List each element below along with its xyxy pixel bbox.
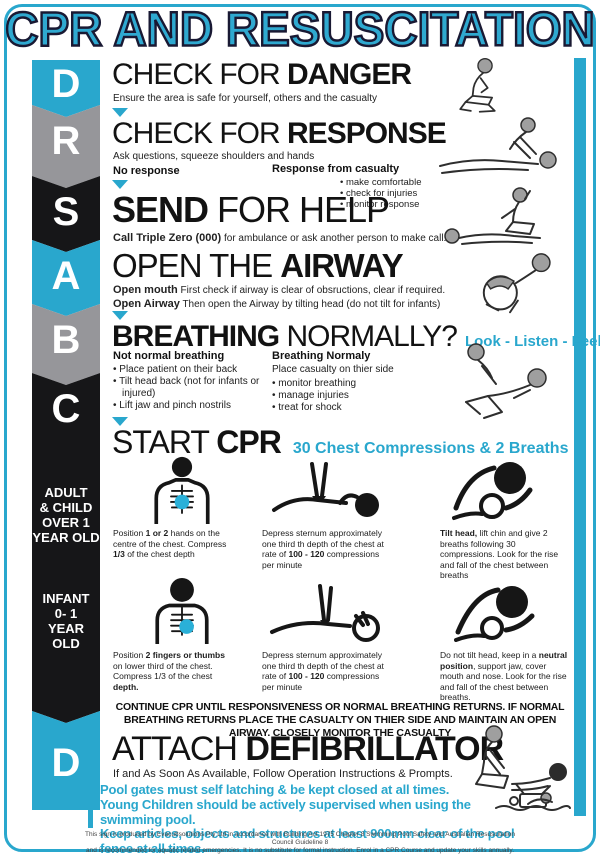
down-arrow-icon — [112, 108, 128, 117]
infant-age-label: INFANT 0- 1 YEAR OLD — [42, 591, 90, 651]
response-heading: CHECK FOR RESPONSE — [112, 117, 447, 150]
step-airway-chevron: A — [32, 240, 100, 316]
breathing-normally-bullets: monitor breathingmanage injuriestreat fo… — [272, 378, 437, 414]
footer-line1: This sign is produced by Evacu8solutions… — [85, 831, 515, 846]
recovery-position-illustration — [436, 340, 572, 428]
step-letter: R — [51, 119, 81, 163]
adult-age-label: ADULT & CHILD OVER 1 YEAR OLD — [32, 485, 100, 545]
send-help-illustration — [436, 186, 566, 250]
not-normal-breathing-col: Not normal breathing Place patient on th… — [113, 350, 265, 412]
adult-rescue-breath-icon — [448, 456, 560, 522]
step-response-chevron: R — [32, 105, 100, 188]
down-arrow-icon — [112, 311, 128, 320]
down-arrow-icon — [112, 417, 128, 426]
pool-rule-line: Pool gates must self latching & be kept … — [100, 782, 450, 797]
footer-disclaimer: This sign is produced by Evacu8solutions… — [80, 831, 520, 855]
response-subtitle: Ask questions, squeeze shoulders and han… — [113, 151, 315, 162]
breathing-heading: BREATHING NORMALLY?Look - Listen - Feel — [112, 320, 600, 353]
step-letter: B — [51, 318, 81, 362]
adult-position-text: Position 1 or 2 hands on the centre of t… — [113, 528, 227, 559]
step-letter: S — [52, 190, 80, 234]
not-normal-breathing-header: Not normal breathing — [113, 350, 225, 362]
pool-rules-accent-bar — [88, 784, 93, 828]
adult-chest-landmark-icon — [146, 456, 218, 524]
breathing-normally-intro: Place casualty on thier side — [272, 364, 394, 375]
step-letter: D — [51, 741, 81, 785]
airway-line2: Open Airway Then open the Airway by tilt… — [113, 298, 441, 310]
check-danger-illustration — [430, 56, 525, 118]
pool-rules: Pool gates must self latching & be kept … — [100, 782, 520, 856]
response-casualty-bullets: make comfortablecheck for injuriesmonito… — [340, 177, 450, 210]
drsabcd-ribbon: D R S A B C ADULT & CHILD OVER 1 YEAR OL… — [32, 60, 100, 810]
step-breathing-chevron: B — [32, 304, 100, 385]
poster-title: CPR AND RESUSCITATION — [4, 1, 596, 57]
continue-cpr-text: CONTINUE CPR UNTIL RESPONSIVENESS OR NOR… — [115, 701, 565, 739]
not-normal-breathing-bullets: Place patient on their backTilt head bac… — [113, 364, 265, 412]
step-letter: C — [51, 387, 81, 431]
step-cpr-chevron: C ADULT & CHILD OVER 1 YEAR OLD INFANT 0… — [32, 373, 100, 723]
no-response-label: No response — [113, 165, 180, 177]
breathing-normally-col: Breathing Normaly Place casualty on thie… — [272, 350, 437, 414]
infant-rescue-breath-icon — [448, 578, 560, 642]
pool-rule-line: Keep articles, objects and structures at… — [100, 826, 515, 856]
infant-position-text: Position 2 fingers or thumbs on lower th… — [113, 650, 225, 692]
breathing-normally-header: Breathing Normaly — [272, 350, 371, 362]
step-send-chevron: S — [32, 176, 100, 252]
step-letter: D — [51, 62, 81, 106]
infant-breaths-text: Do not tilt head, keep in a neutral posi… — [440, 650, 568, 702]
danger-heading: CHECK FOR DANGER — [112, 58, 412, 91]
danger-subtitle: Ensure the area is safe for yourself, ot… — [113, 93, 378, 104]
open-airway-illustration — [458, 250, 566, 322]
down-arrow-icon — [112, 180, 128, 189]
adult-depth-text: Depress sternum approximately one third … — [262, 528, 384, 570]
airway-heading: OPEN THE AIRWAY — [112, 247, 404, 284]
infant-chest-landmark-icon — [146, 578, 218, 644]
defibrillator-heading: ATTACH DEFIBRILLATOR — [112, 730, 504, 768]
airway-line1: Open mouth First check if airway is clea… — [113, 284, 446, 296]
send-subtitle: Call Triple Zero (000) for ambulance or … — [113, 232, 447, 244]
response-from-casualty-label: Response from casualty — [272, 163, 400, 175]
footer-line2: and is recommended for aquatic related e… — [85, 847, 514, 854]
send-heading: SEND FOR HELP — [112, 189, 390, 230]
infant-depth-text: Depress sternum approximately one third … — [262, 650, 384, 692]
step-letter: A — [51, 254, 81, 298]
defibrillator-illustration — [446, 724, 578, 810]
step-danger-chevron: D — [32, 60, 100, 117]
look-listen-feel: Look - Listen - Feel — [464, 333, 600, 350]
infant-compression-icon — [268, 582, 388, 642]
adult-compression-icon — [270, 460, 388, 522]
compressions-breaths-label: 30 Chest Compressions & 2 Breaths — [292, 440, 569, 457]
check-response-illustration — [436, 116, 571, 182]
defibrillator-subtitle: If and As Soon As Available, Follow Oper… — [113, 768, 453, 780]
pool-swimmers-illustration — [494, 774, 572, 818]
right-accent-bar — [574, 58, 586, 816]
pool-rule-line: Young Children should be actively superv… — [100, 796, 471, 827]
adult-breaths-text: Tilt head, lift chin and give 2 breaths … — [440, 528, 559, 580]
